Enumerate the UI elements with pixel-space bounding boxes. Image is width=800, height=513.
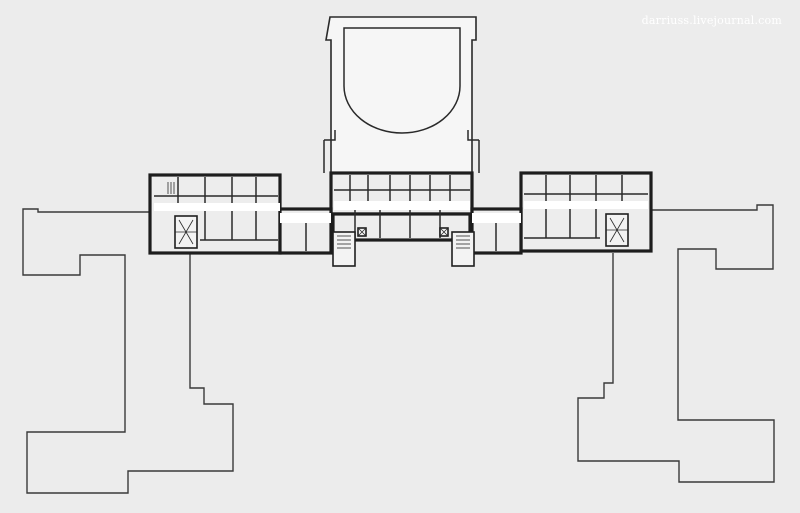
assembly-hall	[325, 16, 477, 174]
right-rooms	[524, 175, 648, 239]
stair-center-left	[332, 231, 356, 267]
shaft-center-left	[357, 227, 367, 237]
auditorium-seating	[343, 27, 461, 134]
corridor-link-right	[472, 213, 521, 223]
watermark: darriuss.livejournal.com	[641, 14, 782, 27]
stair-right	[605, 213, 629, 247]
stair-left	[174, 215, 198, 249]
stair-center-right	[451, 231, 475, 267]
center-rooms	[334, 175, 470, 238]
left-block	[148, 173, 282, 255]
assembly-hall-inner	[323, 130, 480, 173]
right-wing-outline	[577, 204, 775, 483]
connector-rooms	[305, 223, 497, 251]
corridor-right	[524, 201, 648, 209]
left-rooms	[154, 177, 278, 241]
right-block	[519, 171, 653, 253]
toilet-hatch	[167, 182, 175, 194]
corridor-center	[334, 201, 470, 210]
corridor-link-left	[280, 213, 331, 223]
shaft-center-right	[439, 227, 449, 237]
left-wing-outline	[22, 208, 234, 494]
corridor-left	[154, 203, 280, 211]
